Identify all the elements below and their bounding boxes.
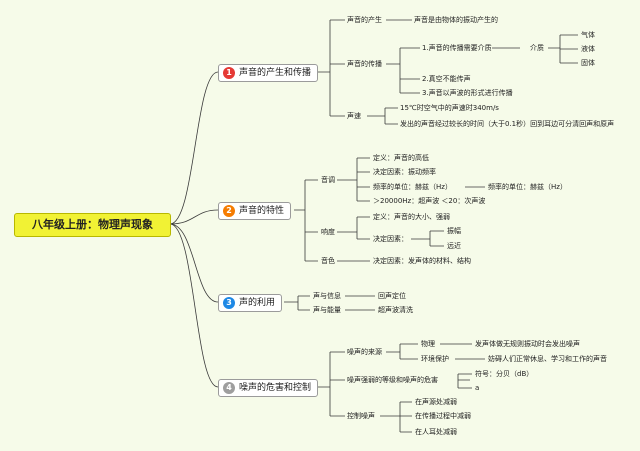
node-pitch[interactable]: 音调 [321, 176, 335, 184]
node-speed[interactable]: 声速 [347, 112, 361, 120]
branch-noise-control[interactable]: 4 噪声的危害和控制 [218, 379, 319, 397]
node-environment-desc[interactable]: 妨碍人们正常休息、学习和工作的声音 [488, 355, 607, 363]
number-badge: 4 [223, 382, 235, 394]
node-symbol[interactable]: 符号：分贝（dB） [475, 370, 534, 378]
node-noise-level[interactable]: 噪声强弱的等级和噪声的危害 [347, 376, 438, 384]
node-gas[interactable]: 气体 [581, 31, 595, 39]
root-title[interactable]: 八年级上册：物理声现象 [14, 213, 171, 237]
branch-label: 声音的特性 [239, 206, 285, 216]
branch-label: 声音的产生和传播 [239, 68, 312, 78]
node-pitch-factor[interactable]: 决定因素：振动频率 [373, 168, 436, 176]
node-medium-rule[interactable]: 1.声音的传播需要介质 [422, 44, 492, 52]
node-loud-factor[interactable]: 决定因素： [373, 235, 408, 243]
node-distance[interactable]: 远近 [447, 242, 461, 250]
node-freq-unit-2[interactable]: 频率的单位：赫兹（Hz） [488, 183, 567, 191]
node-loud-def[interactable]: 定义：声音的大小、强弱 [373, 213, 450, 221]
branch-sound-production[interactable]: 1 声音的产生和传播 [218, 64, 319, 82]
node-solid[interactable]: 固体 [581, 59, 595, 67]
node-energy[interactable]: 声与能量 [313, 306, 341, 314]
node-timbre[interactable]: 音色 [321, 257, 335, 265]
node-loudness[interactable]: 响度 [321, 228, 335, 236]
node-pitch-def[interactable]: 定义：声音的高低 [373, 154, 429, 162]
node-wave[interactable]: 3.声音以声波的形式进行传播 [422, 89, 513, 97]
branch-label: 声的利用 [239, 298, 276, 308]
node-timbre-factor[interactable]: 决定因素：发声体的材料、结构 [373, 257, 471, 265]
node-range[interactable]: ＞20000Hz：超声波 ＜20：次声波 [373, 197, 486, 205]
node-noise-source[interactable]: 噪声的来源 [347, 348, 382, 356]
node-physics-desc[interactable]: 发声体做无规则振动时会发出噪声 [475, 340, 580, 348]
node-vacuum[interactable]: 2.真空不能传声 [422, 75, 471, 83]
node-noise-control[interactable]: 控制噪声 [347, 412, 375, 420]
node-control-path[interactable]: 在传播过程中减弱 [415, 412, 471, 420]
number-badge: 1 [223, 67, 235, 79]
node-info-example[interactable]: 回声定位 [378, 292, 406, 300]
node-info[interactable]: 声与信息 [313, 292, 341, 300]
node-physics[interactable]: 物理 [421, 340, 435, 348]
node-spread[interactable]: 声音的传播 [347, 60, 382, 68]
node-a[interactable]: a [475, 384, 480, 392]
node-medium[interactable]: 介质 [530, 44, 544, 52]
node-environment[interactable]: 环境保护 [421, 355, 449, 363]
number-badge: 3 [223, 297, 235, 309]
node-freq-unit[interactable]: 频率的单位：赫兹（Hz） [373, 183, 452, 191]
node-produce-desc[interactable]: 声音是由物体的振动产生的 [414, 16, 498, 24]
node-control-ear[interactable]: 在人耳处减弱 [415, 428, 457, 436]
node-produce[interactable]: 声音的产生 [347, 16, 382, 24]
node-energy-example[interactable]: 超声波清洗 [378, 306, 413, 314]
node-amplitude[interactable]: 振幅 [447, 227, 461, 235]
node-control-source[interactable]: 在声源处减弱 [415, 398, 457, 406]
branch-sound-uses[interactable]: 3 声的利用 [218, 294, 283, 312]
branch-sound-characteristics[interactable]: 2 声音的特性 [218, 202, 292, 220]
node-speed-value[interactable]: 15℃时空气中的声速时340m/s [400, 104, 499, 112]
node-echo[interactable]: 发出的声音经过较长的时间（大于0.1秒）回到耳边可分清回声和原声 [400, 120, 615, 128]
branch-label: 噪声的危害和控制 [239, 383, 312, 393]
number-badge: 2 [223, 205, 235, 217]
node-liquid[interactable]: 液体 [581, 45, 595, 53]
